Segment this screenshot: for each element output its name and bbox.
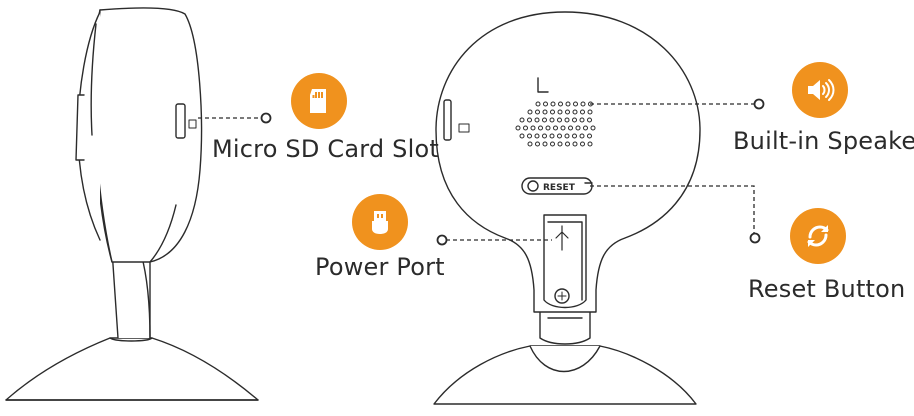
grille-hole <box>557 109 563 115</box>
power-port-label: Power Port <box>315 253 445 281</box>
side-base <box>5 337 259 401</box>
grille-hole <box>564 133 570 139</box>
grille-hole <box>530 125 536 131</box>
grille-hole <box>519 117 525 123</box>
refresh-icon <box>790 208 846 264</box>
sd-card-slot-label: Micro SD Card Slot <box>212 135 439 163</box>
grille-hole <box>579 133 585 139</box>
side-sd-slot <box>175 103 186 139</box>
grille-hole <box>572 141 578 147</box>
grille-hole <box>542 117 547 123</box>
usb-plug-icon <box>352 194 408 250</box>
grille-hole <box>543 101 548 107</box>
grille-hole <box>535 141 540 147</box>
grille-hole <box>590 125 596 131</box>
grille-hole <box>545 125 551 131</box>
built-in-speaker-label: Built-in Speaker <box>733 127 914 155</box>
grille-hole <box>573 101 578 107</box>
grille-hole <box>560 125 566 131</box>
grille-hole <box>580 109 585 115</box>
speaker-grille <box>515 101 596 147</box>
grille-hole <box>565 101 571 107</box>
grille-hole <box>572 117 577 123</box>
grille-hole <box>538 125 543 131</box>
back-body <box>435 11 701 313</box>
grille-hole <box>572 109 578 115</box>
grille-hole <box>579 117 585 123</box>
grille-hole <box>549 117 555 123</box>
power-callout-dot <box>436 234 448 246</box>
grille-hole <box>583 125 588 131</box>
reset-callout-dot <box>749 232 761 244</box>
grille-hole <box>580 101 586 107</box>
grille-hole <box>557 117 562 123</box>
grille-hole <box>587 141 593 147</box>
grille-hole <box>534 133 540 139</box>
back-usb-channel <box>543 214 587 309</box>
speaker-callout-dot <box>753 98 765 110</box>
grille-hole <box>542 109 548 115</box>
grille-hole <box>515 125 521 131</box>
grille-hole <box>550 101 556 107</box>
grille-hole <box>572 133 577 139</box>
grille-hole <box>542 141 548 147</box>
camera-back-view <box>433 11 701 405</box>
reset-button-label: Reset Button <box>748 275 906 303</box>
grille-hole <box>575 125 581 131</box>
grille-hole <box>558 101 563 107</box>
camera-side-view <box>5 7 259 401</box>
side-neck <box>111 249 151 339</box>
grille-hole <box>568 125 573 131</box>
grille-hole <box>527 109 533 115</box>
grille-hole <box>523 125 528 131</box>
grille-hole <box>553 125 558 131</box>
grille-hole <box>550 109 555 115</box>
grille-hole <box>527 141 533 147</box>
grille-hole <box>542 133 547 139</box>
grille-hole <box>550 141 555 147</box>
grille-hole <box>535 101 541 107</box>
grille-hole <box>564 117 570 123</box>
speaker-icon <box>792 62 848 118</box>
grille-hole <box>534 117 540 123</box>
grille-hole <box>587 133 592 139</box>
grille-hole <box>580 141 585 147</box>
grille-hole <box>557 141 563 147</box>
sd-callout-dot <box>260 112 272 124</box>
grille-hole <box>565 109 570 115</box>
grille-hole <box>557 133 562 139</box>
grille-hole <box>527 133 532 139</box>
reset-callout-line <box>590 185 755 236</box>
reset-mark-text: RESET <box>543 183 576 193</box>
grille-hole <box>549 133 555 139</box>
grille-hole <box>527 117 532 123</box>
grille-hole <box>535 109 540 115</box>
sd-card-icon <box>291 73 347 129</box>
grille-hole <box>565 141 570 147</box>
grille-hole <box>587 109 593 115</box>
grille-hole <box>519 133 525 139</box>
grille-hole <box>587 117 592 123</box>
